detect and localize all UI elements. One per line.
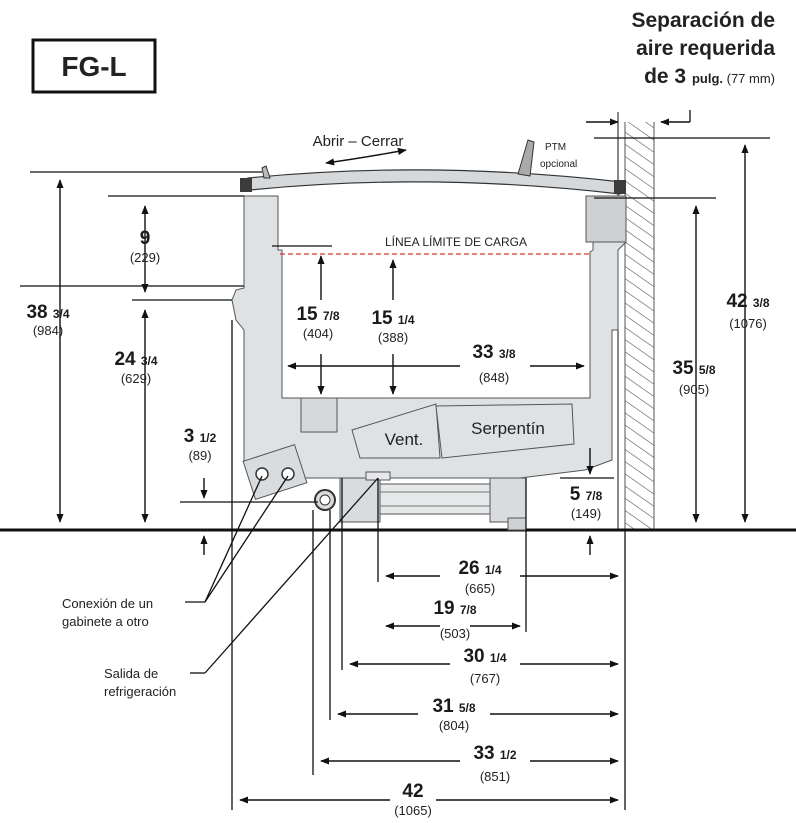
svg-text:15 1/4: 15 1/4 [371, 308, 414, 329]
wall [624, 122, 655, 530]
svg-text:26 1/4: 26 1/4 [458, 558, 501, 579]
svg-text:15 7/8: 15 7/8 [296, 304, 339, 325]
connection-port-2 [281, 467, 295, 481]
svg-text:(404): (404) [303, 326, 333, 341]
svg-text:(89): (89) [188, 448, 211, 463]
svg-text:(665): (665) [465, 581, 495, 596]
connection-port-1 [255, 467, 269, 481]
svg-text:(149): (149) [571, 506, 601, 521]
svg-text:PTM: PTM [545, 142, 566, 153]
svg-text:Abrir – Cerrar: Abrir – Cerrar [313, 133, 404, 150]
fan-box [351, 403, 441, 459]
svg-text:(388): (388) [378, 330, 408, 345]
outlet-callout: Salida de refrigeración [104, 666, 176, 699]
svg-text:(629): (629) [121, 371, 151, 386]
model-badge: FG-L [31, 38, 157, 94]
dim-3-1-2: 3 1/2 (89) [184, 426, 217, 463]
dim-24-3-4: 24 3/4 (629) [114, 349, 157, 386]
dim-5-7-8: 5 7/8 (149) [570, 484, 603, 521]
cabinet-body [231, 195, 627, 531]
air-gap-heading: Separación de aire requerida de 3 pulg. … [631, 9, 775, 88]
dim-38-3-4: 38 3/4 (984) [26, 302, 69, 338]
model-label: FG-L [61, 51, 126, 82]
svg-text:33 3/8: 33 3/8 [472, 342, 515, 363]
dim-31-5-8: 31 5/8 (804) [432, 696, 475, 733]
svg-text:(1065): (1065) [394, 803, 432, 818]
dim-26-1-4: 26 1/4 (665) [458, 558, 501, 596]
svg-text:refrigeración: refrigeración [104, 684, 176, 699]
dim-19-7-8: 19 7/8 (503) [433, 598, 476, 641]
svg-text:42 3/8: 42 3/8 [726, 291, 769, 312]
lid-label: Abrir – Cerrar [313, 133, 407, 166]
dim-15-1-4: 15 1/4 (388) [371, 308, 414, 345]
ptm-label: PTM opcional [540, 142, 577, 170]
svg-text:42: 42 [402, 781, 423, 802]
svg-text:opcional: opcional [540, 159, 577, 170]
air-gap-line-1: Separación de [631, 9, 775, 32]
air-gap-line-2: aire requerida [636, 37, 775, 60]
svg-text:(851): (851) [480, 769, 510, 784]
fan-label: Vent. [385, 430, 424, 449]
svg-text:35 5/8: 35 5/8 [672, 358, 715, 379]
dim-42-3-8: 42 3/8 (1076) [726, 291, 769, 331]
svg-text:(984): (984) [33, 323, 63, 338]
coil-box [435, 403, 575, 459]
horizontal-dimensions [239, 362, 619, 804]
air-gap-line-3: de 3 pulg. (77 mm) [644, 65, 775, 88]
dim-30-1-4: 30 1/4 (767) [463, 646, 506, 686]
connection-callout: Conexión de un gabinete a otro [62, 596, 153, 629]
svg-text:(229): (229) [130, 250, 160, 265]
svg-text:19 7/8: 19 7/8 [433, 598, 476, 619]
svg-text:(848): (848) [479, 370, 509, 385]
svg-text:gabinete a otro: gabinete a otro [62, 614, 149, 629]
vertical-dimensions [56, 144, 749, 555]
coil-label: Serpentín [471, 419, 545, 438]
svg-text:31 5/8: 31 5/8 [432, 696, 475, 717]
ptm-handle [517, 139, 535, 177]
lid [240, 139, 626, 195]
load-limit: LÍNEA LÍMITE DE CARGA [280, 234, 592, 255]
dim-15-7-8: 15 7/8 (404) [296, 304, 339, 341]
svg-text:24 3/4: 24 3/4 [114, 349, 157, 370]
dim-35-5-8: 35 5/8 (905) [672, 358, 715, 397]
svg-text:33 1/2: 33 1/2 [473, 743, 516, 764]
dim-9: 9 (229) [130, 228, 160, 265]
svg-text:(1076): (1076) [729, 316, 767, 331]
svg-text:LÍNEA LÍMITE DE CARGA: LÍNEA LÍMITE DE CARGA [385, 234, 527, 249]
svg-text:30 1/4: 30 1/4 [463, 646, 506, 667]
dim-33-3-8: 33 3/8 (848) [472, 342, 515, 385]
svg-text:Salida de: Salida de [104, 666, 158, 681]
dim-33-1-2: 33 1/2 (851) [473, 743, 516, 784]
svg-text:(503): (503) [440, 626, 470, 641]
svg-text:(905): (905) [679, 382, 709, 397]
svg-text:(767): (767) [470, 671, 500, 686]
svg-text:(804): (804) [439, 718, 469, 733]
svg-text:Conexión de un: Conexión de un [62, 596, 153, 611]
svg-text:5 7/8: 5 7/8 [570, 484, 603, 505]
leader-lines [185, 475, 379, 674]
dim-42: 42 (1065) [394, 781, 432, 818]
svg-text:3 1/2: 3 1/2 [184, 426, 217, 447]
svg-text:38 3/4: 38 3/4 [26, 302, 69, 323]
svg-text:9: 9 [140, 228, 151, 249]
